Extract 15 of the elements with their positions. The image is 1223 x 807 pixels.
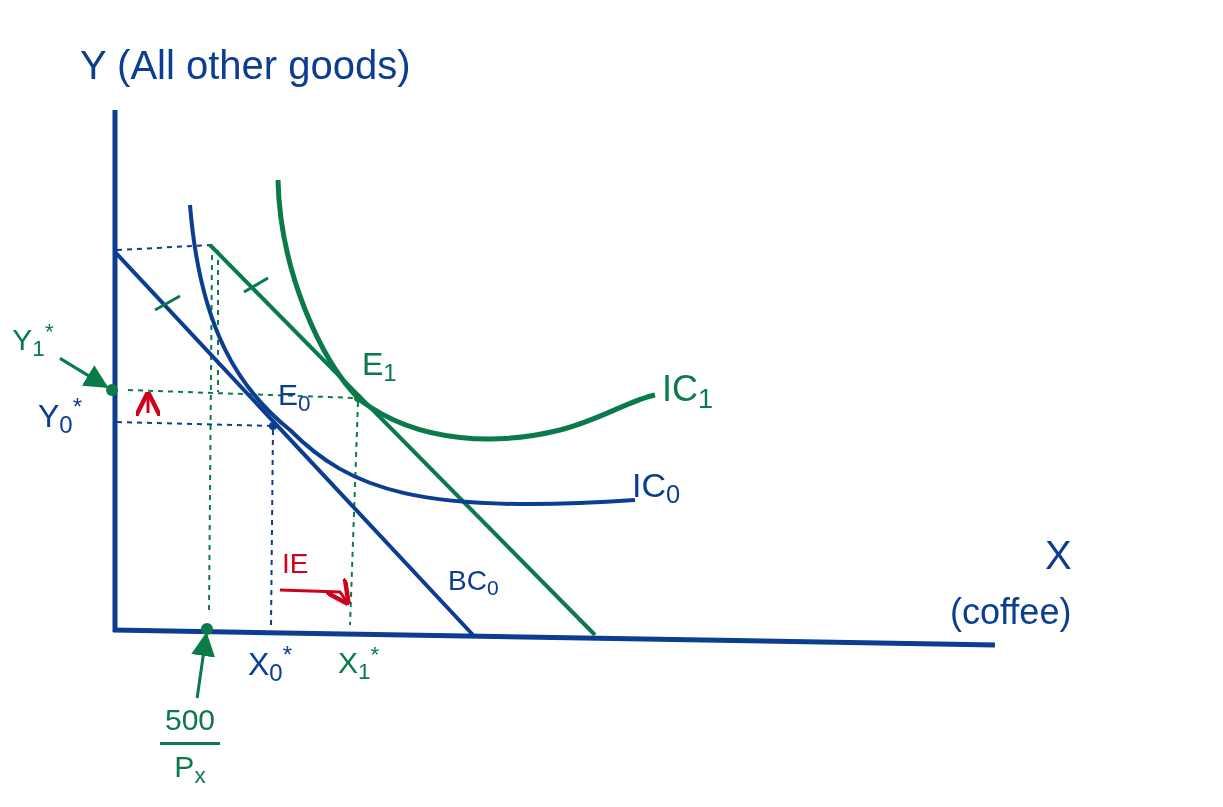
graph-label: E$_{1}$ xyxy=(362,345,397,388)
graph-label: E$_{0}$ xyxy=(278,377,311,417)
leader-arrow xyxy=(191,632,216,699)
graph-label: Y (All other goods) xyxy=(80,42,411,89)
graph-label: IE xyxy=(282,547,309,581)
graph-label: (coffee) xyxy=(950,590,1072,634)
graph-label: BC$_{0}$ xyxy=(448,564,499,602)
axis-annotation: 500 xyxy=(164,702,216,738)
graph-label: IC$_{0}$ xyxy=(632,465,681,511)
leader-arrow xyxy=(59,357,109,388)
axis-annotation: P$_{x}$ xyxy=(174,749,206,789)
point-marker xyxy=(201,623,213,635)
graph-label: IC$_{1}$ xyxy=(662,367,714,416)
graph-label: X xyxy=(1045,532,1072,579)
point-marker xyxy=(106,384,118,396)
